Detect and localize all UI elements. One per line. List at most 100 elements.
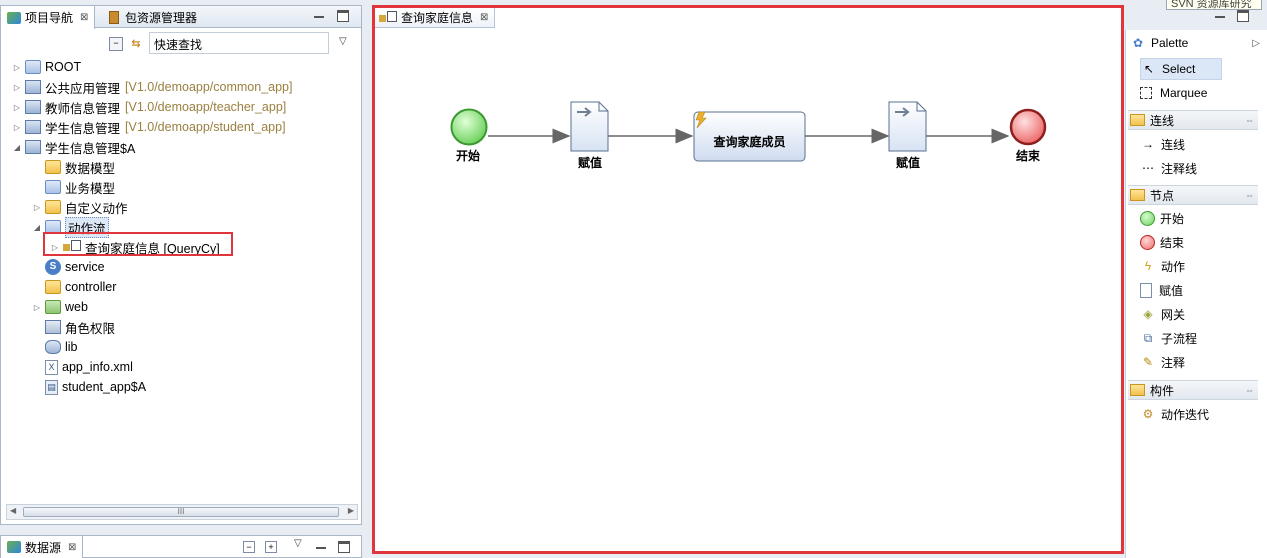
- item-label: 赋值: [1159, 283, 1184, 298]
- end-node: [1009, 108, 1047, 146]
- tree-item-web[interactable]: ▷ web: [31, 297, 88, 317]
- palette-group-connections[interactable]: 连线 ⇔: [1128, 110, 1258, 130]
- lightning-icon: ϟ: [1144, 259, 1152, 273]
- view-menu-icon[interactable]: ▽: [339, 36, 347, 47]
- palette-item-subprocess[interactable]: ⧉ 子流程: [1140, 327, 1197, 349]
- tree-item-student-app-a[interactable]: ◢ 学生信息管理$A: [11, 137, 135, 157]
- horizontal-scrollbar[interactable]: ◀ III ▶: [6, 504, 358, 520]
- tree-item-label: service: [65, 260, 105, 274]
- tree-item-student-app[interactable]: ▷ 学生信息管理 [V1.0/demoapp/student_app]: [11, 117, 286, 137]
- link-editor-icon[interactable]: ⇆: [131, 38, 141, 50]
- action-flow-icon: [379, 10, 397, 25]
- collapse-icon[interactable]: ⇔: [1245, 190, 1254, 200]
- palette-item-connection[interactable]: → 连线: [1140, 133, 1185, 155]
- expand-icon[interactable]: ▷: [13, 102, 21, 112]
- tree-item-label: ROOT: [45, 60, 82, 74]
- collapse-icon[interactable]: ◢: [33, 222, 41, 232]
- expand-all-icon[interactable]: +: [265, 541, 277, 553]
- palette-item-end[interactable]: 结束: [1140, 231, 1184, 253]
- tree-item-teacher-app[interactable]: ▷ 教师信息管理 [V1.0/demoapp/teacher_app]: [11, 97, 286, 117]
- tree-item-controller[interactable]: controller: [31, 277, 116, 297]
- collapse-icon[interactable]: ⇔: [1245, 385, 1254, 395]
- tab-datasource[interactable]: 数据源 ⊠: [1, 536, 84, 558]
- start-node-label: 开始: [455, 149, 480, 163]
- close-icon[interactable]: ⊠: [480, 12, 489, 23]
- view-menu-icon[interactable]: ▽: [294, 538, 302, 549]
- end-node-label: 结束: [1015, 149, 1040, 163]
- tree-item-custom-action[interactable]: ▷ 自定义动作: [31, 197, 128, 217]
- maximize-icon[interactable]: [337, 10, 349, 22]
- expand-icon[interactable]: ▷: [33, 302, 41, 312]
- flow-canvas[interactable]: [375, 8, 1121, 551]
- minimize-icon[interactable]: [315, 541, 327, 553]
- tool-select[interactable]: ↖ Select: [1140, 58, 1222, 80]
- tree-item-app-info-xml[interactable]: X app_info.xml: [31, 357, 133, 377]
- datasource-icon: [7, 541, 21, 553]
- palette-title: Palette: [1151, 36, 1189, 50]
- collapse-icon[interactable]: ◢: [13, 142, 21, 152]
- scroll-right-icon[interactable]: ▶: [347, 506, 354, 515]
- quick-search-input[interactable]: 快速查找: [149, 32, 329, 54]
- tree-item-path: [V1.0/demoapp/common_app]: [125, 80, 293, 94]
- action-node: [693, 111, 806, 162]
- minimize-icon[interactable]: [313, 10, 325, 22]
- expand-icon[interactable]: ▷: [13, 122, 21, 132]
- svn-tooltip: SVN 资源库研究: [1166, 0, 1262, 10]
- tree-item-common-app[interactable]: ▷ 公共应用管理 [V1.0/demoapp/common_app]: [11, 77, 292, 97]
- xml-file-icon: X: [45, 359, 58, 375]
- tree-item-label: 角色权限: [65, 321, 116, 336]
- palette-group-nodes[interactable]: 节点 ⇔: [1128, 185, 1258, 205]
- palette-item-assign[interactable]: 赋值: [1140, 279, 1183, 301]
- collapse-icon[interactable]: ⇔: [1245, 115, 1254, 125]
- scroll-left-icon[interactable]: ◀: [10, 506, 17, 515]
- item-label: 动作迭代: [1161, 407, 1210, 422]
- tool-label: Select: [1162, 62, 1196, 76]
- tree-item-service[interactable]: S service: [31, 257, 105, 277]
- palette-item-start[interactable]: 开始: [1140, 207, 1184, 229]
- minimize-icon[interactable]: [1214, 10, 1226, 22]
- tab-query-family-info[interactable]: 查询家庭信息 ⊠: [375, 8, 496, 28]
- tree-item-role-permission[interactable]: 角色权限: [31, 317, 115, 337]
- expand-icon[interactable]: ▷: [13, 82, 21, 92]
- tree-item-label: 数据模型: [65, 161, 116, 176]
- palette-group-components[interactable]: 构件 ⇔: [1128, 380, 1258, 400]
- tree-item-data-model[interactable]: 数据模型: [31, 157, 115, 177]
- tab-package-explorer[interactable]: 包资源管理器: [103, 6, 203, 28]
- expand-icon[interactable]: ▷: [33, 202, 41, 212]
- tree-item-query-family-info[interactable]: ▷ 查询家庭信息 [QueryCy]: [49, 237, 220, 257]
- palette-item-annotation-line[interactable]: ⋯ 注释线: [1140, 157, 1197, 179]
- assign-node-2: [888, 101, 927, 152]
- close-icon[interactable]: ⊠: [80, 12, 89, 23]
- maximize-icon[interactable]: [1237, 10, 1249, 22]
- tab-project-navigator[interactable]: 项目导航 ⊠: [1, 6, 96, 29]
- maximize-icon[interactable]: [338, 541, 350, 553]
- tree-item-label: 业务模型: [65, 181, 116, 196]
- tool-marquee[interactable]: Marquee: [1140, 82, 1207, 104]
- folder-icon: [45, 200, 61, 214]
- group-label: 连线: [1150, 113, 1175, 128]
- arrow-right-icon: →: [1142, 137, 1154, 151]
- palette-item-action-iterate[interactable]: ⚙ 动作迭代: [1140, 403, 1209, 425]
- palette-item-gateway[interactable]: ◈ 网关: [1140, 303, 1185, 325]
- collapse-all-icon[interactable]: −: [109, 37, 123, 51]
- expand-icon[interactable]: ▷: [51, 242, 59, 252]
- close-icon[interactable]: ⊠: [68, 541, 77, 553]
- tree-item-root[interactable]: ▷ ROOT: [11, 57, 81, 77]
- tab-label: 数据源: [25, 540, 62, 555]
- tree-item-student-app-a-file[interactable]: ▤ student_app$A: [31, 377, 146, 397]
- scrollbar-thumb[interactable]: III: [23, 507, 339, 517]
- group-label: 构件: [1150, 383, 1175, 398]
- tree-item-label: web: [65, 300, 88, 314]
- palette-item-action[interactable]: ϟ 动作: [1140, 255, 1185, 277]
- tree-item-label: controller: [65, 280, 117, 294]
- expand-icon[interactable]: ▷: [13, 62, 21, 72]
- item-label: 注释: [1161, 355, 1186, 370]
- tree-item-business-model[interactable]: 业务模型: [31, 177, 115, 197]
- web-folder-icon: [45, 300, 61, 314]
- chevron-right-icon[interactable]: ▷: [1252, 37, 1260, 49]
- palette-header[interactable]: ✿ Palette ▷: [1126, 32, 1267, 54]
- tree-item-lib[interactable]: lib: [31, 337, 78, 357]
- collapse-icon[interactable]: −: [243, 541, 255, 553]
- palette-item-annotation[interactable]: ✎ 注释: [1140, 351, 1185, 373]
- folder-icon: [1130, 384, 1145, 396]
